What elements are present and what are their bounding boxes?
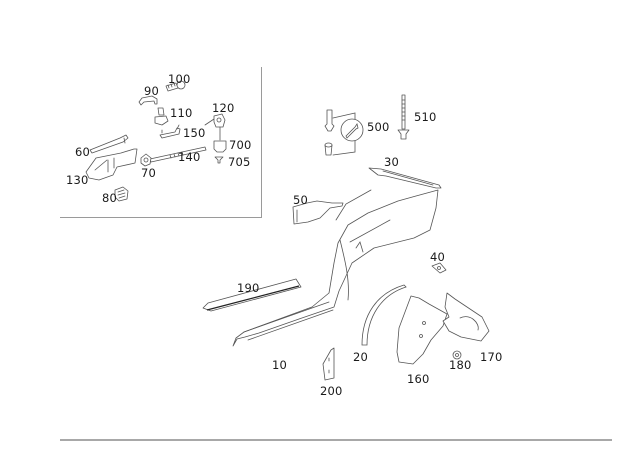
part-705-plug-icon[interactable] bbox=[214, 156, 224, 164]
part-30-trim-strip-icon[interactable] bbox=[368, 167, 442, 189]
part-180-nut-icon[interactable] bbox=[452, 350, 462, 360]
part-80-grommet-icon[interactable] bbox=[114, 186, 129, 202]
part-700-housing-icon[interactable] bbox=[213, 140, 227, 153]
inset-frame-bottom-border bbox=[60, 217, 262, 218]
part-40-clip-icon[interactable] bbox=[431, 262, 447, 274]
callout-170[interactable]: 170 bbox=[480, 350, 503, 364]
callout-200[interactable]: 200 bbox=[320, 384, 343, 398]
callout-140[interactable]: 140 bbox=[178, 150, 201, 164]
part-170-liner-icon[interactable] bbox=[442, 292, 490, 342]
part-100-bolt-icon[interactable] bbox=[165, 80, 186, 92]
callout-130[interactable]: 130 bbox=[66, 173, 89, 187]
callout-160[interactable]: 160 bbox=[407, 372, 430, 386]
part-60-strip-icon[interactable] bbox=[89, 134, 129, 154]
part-510-rivet-icon[interactable] bbox=[397, 94, 410, 140]
part-120-bracket-icon[interactable] bbox=[204, 113, 226, 141]
callout-20[interactable]: 20 bbox=[353, 350, 369, 364]
part-20-arch-trim-icon[interactable] bbox=[361, 284, 407, 346]
part-500-repair-kit-icon[interactable] bbox=[324, 109, 364, 156]
callout-190[interactable]: 190 bbox=[237, 281, 260, 295]
callout-700[interactable]: 700 bbox=[229, 138, 252, 152]
part-150-bracket-icon[interactable] bbox=[159, 124, 181, 139]
callout-150[interactable]: 150 bbox=[183, 126, 206, 140]
callout-80[interactable]: 80 bbox=[102, 191, 118, 205]
footer-divider bbox=[60, 439, 612, 441]
callout-70[interactable]: 70 bbox=[141, 166, 157, 180]
part-200-end-cap-icon[interactable] bbox=[322, 347, 335, 381]
part-160-liner-icon[interactable] bbox=[396, 295, 448, 365]
callout-90[interactable]: 90 bbox=[144, 84, 160, 98]
callout-510[interactable]: 510 bbox=[414, 110, 437, 124]
callout-500[interactable]: 500 bbox=[367, 120, 390, 134]
callout-120[interactable]: 120 bbox=[212, 101, 235, 115]
callout-60[interactable]: 60 bbox=[75, 145, 91, 159]
part-130-housing-icon[interactable] bbox=[85, 148, 138, 181]
inset-frame-right-border bbox=[261, 67, 262, 218]
callout-50[interactable]: 50 bbox=[293, 193, 309, 207]
callout-705[interactable]: 705 bbox=[228, 155, 251, 169]
callout-40[interactable]: 40 bbox=[430, 250, 446, 264]
callout-100[interactable]: 100 bbox=[168, 72, 191, 86]
callout-110[interactable]: 110 bbox=[170, 106, 193, 120]
callout-10[interactable]: 10 bbox=[272, 358, 288, 372]
part-190-sill-strip-icon[interactable] bbox=[202, 278, 302, 312]
part-50-bracket-icon[interactable] bbox=[292, 200, 344, 225]
part-90-clip-icon[interactable] bbox=[138, 95, 158, 106]
part-70-gear-icon[interactable] bbox=[140, 153, 152, 167]
callout-30[interactable]: 30 bbox=[384, 155, 400, 169]
part-110-screw-icon[interactable] bbox=[154, 107, 169, 126]
part-10-side-panel-icon[interactable] bbox=[232, 189, 439, 347]
callout-180[interactable]: 180 bbox=[449, 358, 472, 372]
